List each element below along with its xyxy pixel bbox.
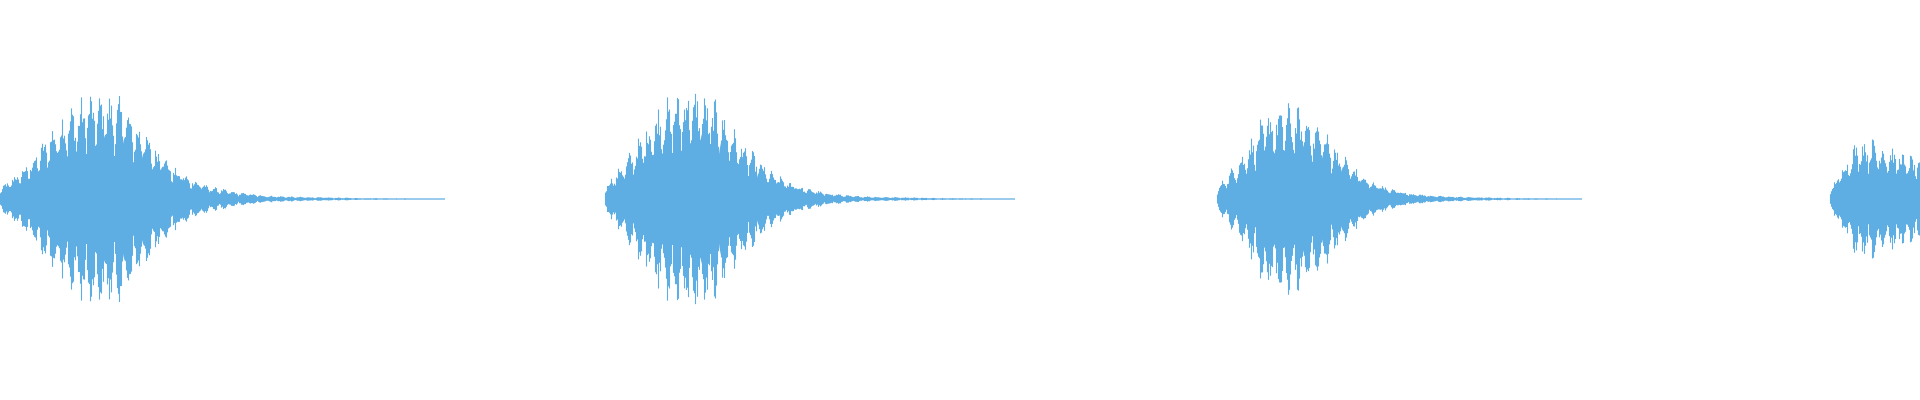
waveform-samples bbox=[0, 96, 446, 302]
waveform-blob bbox=[789, 188, 803, 210]
waveform-blob bbox=[822, 194, 835, 204]
burst-1 bbox=[0, 96, 446, 302]
waveform-blob bbox=[241, 195, 253, 203]
waveform-samples bbox=[1829, 139, 1920, 259]
waveform-blob bbox=[1355, 179, 1370, 219]
waveform-blob bbox=[1408, 195, 1421, 203]
waveform-blob bbox=[137, 152, 153, 246]
waveform-blob bbox=[1391, 192, 1405, 206]
waveform-blob bbox=[174, 179, 188, 219]
burst-2 bbox=[604, 93, 1016, 305]
waveform-blob bbox=[734, 156, 750, 242]
burst-3 bbox=[1216, 103, 1583, 295]
waveform-blob bbox=[117, 136, 134, 262]
waveform-blob bbox=[715, 139, 731, 259]
burst-4 bbox=[1829, 139, 1920, 259]
waveform-blob bbox=[1297, 143, 1314, 255]
waveform-blob bbox=[1336, 166, 1352, 232]
waveform-blob bbox=[806, 192, 819, 206]
waveform-blob bbox=[97, 134, 114, 264]
waveform-blob bbox=[225, 193, 238, 205]
waveform-blob bbox=[753, 170, 768, 228]
waveform-blob bbox=[156, 166, 171, 232]
waveform-blob bbox=[191, 185, 205, 213]
waveform-bursts bbox=[0, 93, 1920, 305]
waveform-blob bbox=[208, 190, 222, 208]
waveform-blob bbox=[695, 132, 712, 266]
waveform-blob bbox=[771, 181, 786, 217]
waveform-blob bbox=[1373, 188, 1388, 210]
waveform-blob bbox=[1317, 151, 1333, 247]
